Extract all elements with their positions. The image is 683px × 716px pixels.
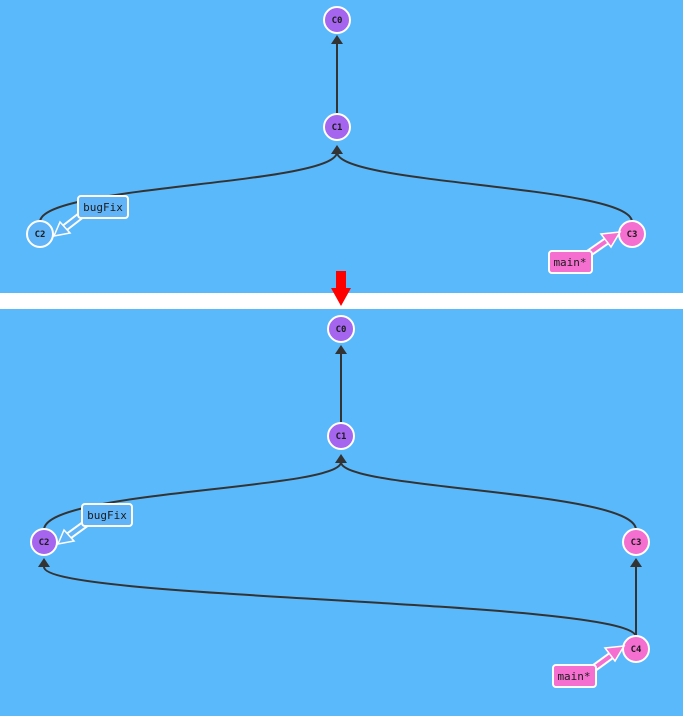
branch-main[interactable]: main*	[548, 231, 622, 274]
branch-bugfix-after-label: bugFix	[87, 509, 127, 522]
commit-c3-after-label: C3	[631, 538, 642, 548]
commit-c2-circle	[26, 220, 54, 248]
edge-c3-c1	[336, 151, 633, 223]
arrowhead-c1	[331, 145, 343, 154]
commit-c0-after[interactable]: C0	[327, 315, 355, 343]
commit-c1-after[interactable]: C1	[327, 422, 355, 450]
commit-c1-circle	[323, 113, 351, 141]
branch-bugfix-after[interactable]: bugFix	[56, 503, 133, 545]
commit-c0-after-label: C0	[336, 325, 347, 335]
arrowhead-c0	[331, 35, 343, 44]
edge-c2-c1	[39, 151, 338, 223]
transition-arrow	[331, 271, 351, 306]
commit-c2-after-label: C2	[39, 538, 50, 548]
edge-c2-c1-after	[43, 461, 342, 531]
commit-c1-label: C1	[332, 123, 343, 133]
branch-main-after-box	[552, 664, 597, 688]
commit-c0-circle	[323, 6, 351, 34]
edge-c4-c2-after	[43, 566, 637, 638]
edge-c3-c1-after	[340, 461, 637, 531]
commit-c0-after-circle	[327, 315, 355, 343]
arrowhead-c2-after	[38, 558, 50, 567]
commit-c2[interactable]: C2	[26, 220, 54, 248]
arrowhead-c1-after	[335, 454, 347, 463]
branch-main-after[interactable]: main*	[552, 645, 626, 688]
branch-bugfix[interactable]: bugFix	[52, 195, 129, 237]
branch-main-after-label: main*	[557, 670, 590, 683]
branch-bugfix-after-arrowhead	[56, 528, 76, 545]
commit-c1-after-label: C1	[336, 432, 347, 442]
commit-c4-after-label: C4	[631, 645, 642, 655]
commit-c3-after-circle	[622, 528, 650, 556]
transition-arrow-head	[331, 288, 351, 306]
arrowhead-c3-after	[630, 558, 642, 567]
after-graph: C0 C1 C2 C3 C4 bugFix	[30, 315, 650, 688]
branch-main-arrowhead	[599, 231, 622, 249]
branch-main-label: main*	[553, 256, 586, 269]
commit-c3[interactable]: C3	[618, 220, 646, 248]
branch-main-box	[548, 250, 593, 274]
before-panel	[0, 0, 683, 293]
arrowhead-c0-after	[335, 345, 347, 354]
branch-bugfix-label: bugFix	[83, 201, 123, 214]
commit-c2-label: C2	[35, 230, 46, 240]
commit-c0[interactable]: C0	[323, 6, 351, 34]
branch-bugfix-after-box	[81, 503, 133, 527]
commit-c0-label: C0	[332, 16, 343, 26]
transition-arrow-shaft	[336, 271, 346, 289]
commit-c3-label: C3	[627, 230, 638, 240]
branch-bugfix-arrowhead	[52, 220, 72, 237]
before-graph: C0 C1 C2 C3 bugFix main*	[26, 6, 646, 274]
commit-c2-after[interactable]: C2	[30, 528, 58, 556]
commit-c1[interactable]: C1	[323, 113, 351, 141]
branch-bugfix-box	[77, 195, 129, 219]
commit-c4-after[interactable]: C4	[622, 635, 650, 663]
commit-c2-after-circle	[30, 528, 58, 556]
branch-main-after-arrowhead	[603, 645, 626, 663]
commit-c1-after-circle	[327, 422, 355, 450]
commit-c3-after[interactable]: C3	[622, 528, 650, 556]
